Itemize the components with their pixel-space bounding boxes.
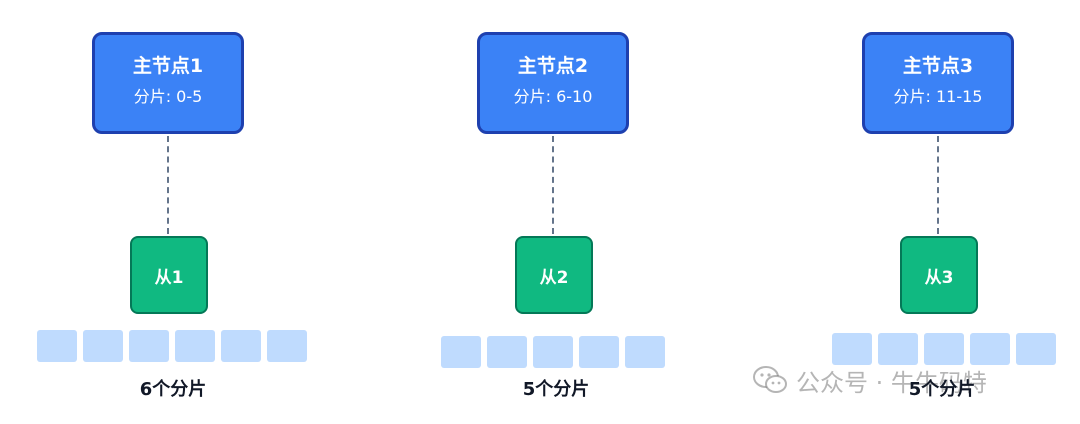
- shard-block: [267, 330, 307, 362]
- shard-block: [970, 333, 1010, 365]
- replication-connector: [167, 136, 169, 234]
- shard-row-1: [37, 330, 307, 362]
- master-node-3: 主节点3 分片: 11-15: [862, 32, 1014, 134]
- shard-count-caption-1: 6个分片: [139, 379, 207, 400]
- shard-block: [625, 336, 665, 368]
- master-node-2: 主节点2 分片: 6-10: [477, 32, 629, 134]
- shard-block: [487, 336, 527, 368]
- replica-node-1: 从1: [130, 236, 208, 314]
- master-node-title: 主节点1: [132, 55, 204, 77]
- replica-node-2: 从2: [515, 236, 593, 314]
- wechat-icon: [752, 365, 788, 395]
- replication-connector: [552, 136, 554, 234]
- shard-block: [533, 336, 573, 368]
- master-node-title: 主节点3: [902, 55, 974, 77]
- shard-row-3: [832, 333, 1056, 365]
- shard-block: [129, 330, 169, 362]
- shard-block: [878, 333, 918, 365]
- shard-block: [924, 333, 964, 365]
- master-node-title: 主节点2: [517, 55, 589, 77]
- shard-block: [1016, 333, 1056, 365]
- shard-count-caption-2: 5个分片: [522, 379, 590, 400]
- shard-block: [441, 336, 481, 368]
- shard-block: [175, 330, 215, 362]
- master-node-shard-range: 分片: 6-10: [513, 87, 593, 106]
- watermark-text: 公众号 · 牛牛码特: [796, 368, 987, 397]
- master-node-1: 主节点1 分片: 0-5: [92, 32, 244, 134]
- master-node-shard-range: 分片: 0-5: [133, 87, 203, 106]
- shard-block: [579, 336, 619, 368]
- shard-block: [37, 330, 77, 362]
- shard-row-2: [441, 336, 665, 368]
- shard-count-caption-3: 5个分片: [908, 379, 976, 400]
- master-node-shard-range: 分片: 11-15: [893, 87, 983, 106]
- replica-node-3: 从3: [900, 236, 978, 314]
- shard-block: [832, 333, 872, 365]
- shard-block: [83, 330, 123, 362]
- replication-connector: [937, 136, 939, 234]
- watermark: 公众号 · 牛牛码特: [752, 362, 987, 398]
- shard-block: [221, 330, 261, 362]
